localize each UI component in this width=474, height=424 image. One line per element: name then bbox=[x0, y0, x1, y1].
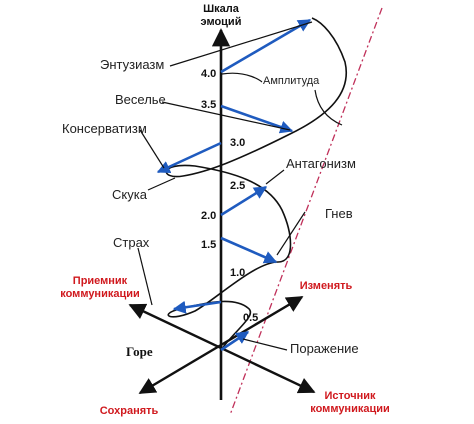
label-receiver-line2: коммуникации bbox=[60, 288, 140, 300]
arrow-fear bbox=[172, 300, 222, 314]
label-boredom: Скука bbox=[112, 187, 148, 202]
label-grief: Горе bbox=[126, 344, 153, 359]
emotion-arrows bbox=[156, 18, 312, 352]
arrow-grief bbox=[220, 330, 250, 352]
label-amplitude: Амплитуда bbox=[263, 75, 320, 87]
label-conservatism: Консерватизм bbox=[62, 121, 147, 136]
emotion-spiral bbox=[165, 17, 347, 351]
label-preserve: Сохранять bbox=[100, 405, 159, 417]
label-source-line2: коммуникации bbox=[310, 403, 390, 415]
label-receiver-line1: Приемник bbox=[73, 275, 128, 287]
scale-title-line2: эмоций bbox=[201, 16, 242, 28]
tick-label: 2.0 bbox=[201, 210, 216, 222]
label-joy: Веселье bbox=[115, 92, 166, 107]
arrow-joy bbox=[220, 104, 294, 134]
tick-label: 1.0 bbox=[230, 267, 245, 279]
label-enthusiasm: Энтузиазм bbox=[100, 57, 164, 72]
tick-label: 3.0 bbox=[230, 137, 245, 149]
arrow-anger bbox=[220, 236, 278, 264]
label-defeat: Поражение bbox=[290, 341, 359, 356]
tick-label: 0.5 bbox=[243, 312, 258, 324]
tick-label: 3.5 bbox=[201, 99, 216, 111]
arrow-enthusiasm bbox=[220, 18, 312, 74]
label-antagonism: Антагонизм bbox=[286, 156, 356, 171]
arrow-boredom bbox=[156, 141, 222, 174]
scale-title-line1: Шкала bbox=[203, 3, 240, 15]
tick-label: 1.5 bbox=[201, 239, 216, 251]
arrow-antagonism bbox=[220, 185, 268, 217]
tick-label: 4.0 bbox=[201, 68, 216, 80]
leader-lines bbox=[137, 21, 343, 351]
label-change: Изменять bbox=[300, 280, 353, 292]
tick-label: 2.5 bbox=[230, 180, 245, 192]
label-source-line1: Источник bbox=[324, 390, 376, 402]
label-anger: Гнев bbox=[325, 206, 353, 221]
label-fear: Страх bbox=[113, 235, 150, 250]
